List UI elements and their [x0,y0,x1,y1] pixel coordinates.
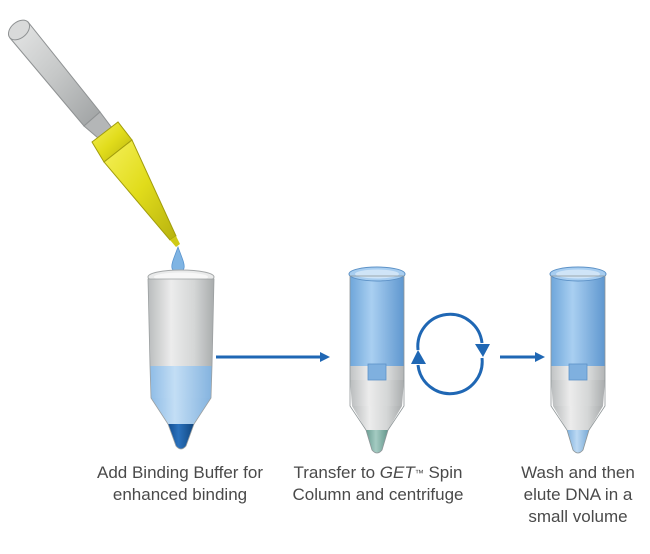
step-2-line-2: Column and centrifuge [292,485,464,504]
step-1-line-1: Add Binding Buffer for [96,463,263,482]
spin-column-icon [549,266,607,454]
step-2-brand-get: GET [379,463,415,482]
step-3-line-3: small volume [528,507,628,526]
step-3-line-1: Wash and then [521,463,635,482]
step-2-line-1-pre: Transfer to [293,463,380,482]
cycle-arrows-icon [411,312,490,396]
step-1-line-2: enhanced binding [112,485,248,504]
step-1-caption: Add Binding Buffer for enhanced binding [80,462,280,506]
step-2-trademark: ™ [414,468,424,478]
step-3-caption: Wash and then elute DNA in a small volum… [508,462,648,528]
pipette-icon [7,19,180,247]
step-2-line-1: Transfer to GET™ Spin [278,462,478,484]
step-2-line-1-post: Spin [423,463,463,482]
step-3-line-2: elute DNA in a [523,485,633,504]
step-2-caption: Transfer to GET™ Spin Column and centrif… [278,462,478,506]
spin-column-icon [348,266,406,454]
liquid-drop-icon [171,245,185,273]
tube-icon [147,269,215,450]
